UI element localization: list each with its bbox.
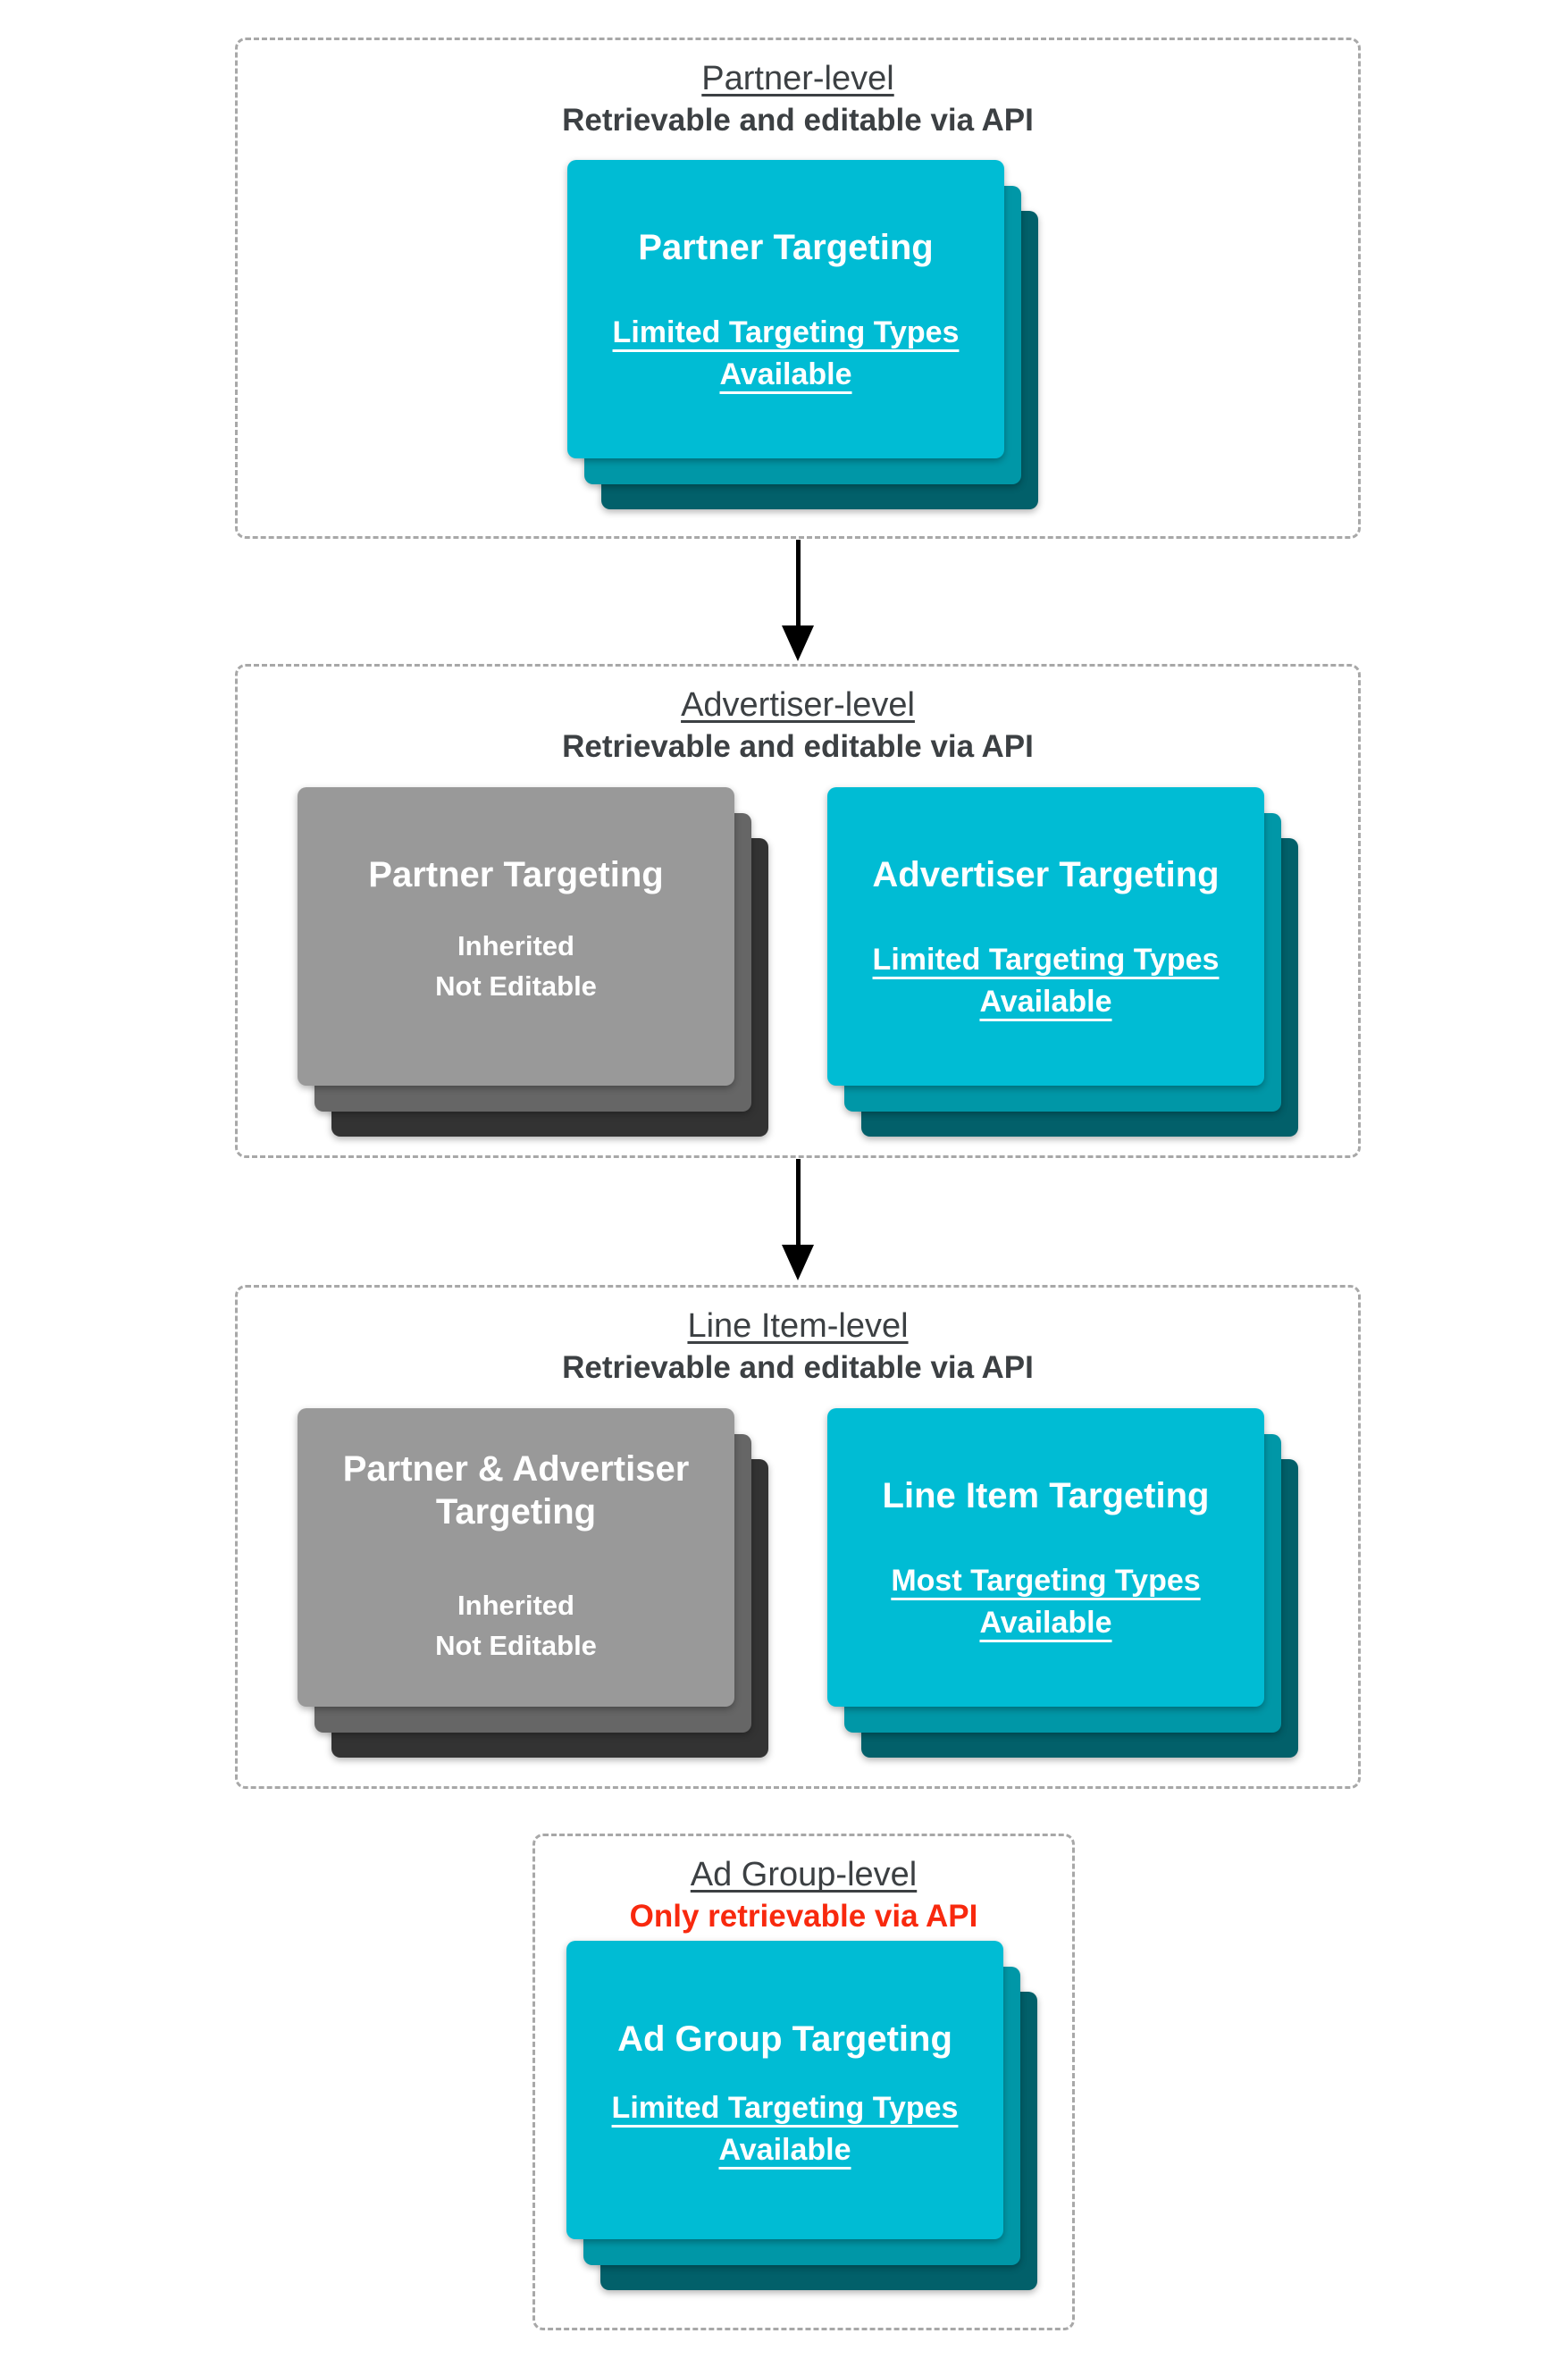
- section-partner-level: Partner-level Retrievable and editable v…: [235, 38, 1361, 539]
- card-title: Line Item Targeting: [882, 1476, 1210, 1515]
- section-title: Line Item-level: [238, 1305, 1358, 1347]
- card-subtitle: Inherited Not Editable: [435, 1590, 597, 1661]
- card-partner-targeting-inherited: Partner Targeting Inherited Not Editable: [298, 787, 734, 1086]
- card-title: Partner Targeting: [368, 855, 664, 894]
- section-title-text: Ad Group-level: [690, 1856, 918, 1893]
- card-title: Partner & Advertiser Targeting: [342, 1449, 690, 1532]
- card-title: Ad Group Targeting: [617, 2019, 952, 2059]
- card-stack-partner-targeting: Partner Targeting Limited Targeting Type…: [567, 160, 1038, 509]
- arrow-head: [782, 625, 814, 661]
- card-subtitle: Limited Targeting Types Available: [612, 315, 960, 391]
- card-subtitle: Inherited Not Editable: [435, 930, 597, 1002]
- section-subtitle: Retrievable and editable via API: [562, 1350, 1034, 1385]
- section-subtitle: Retrievable and editable via API: [562, 103, 1034, 138]
- section-title: Ad Group-level: [535, 1854, 1072, 1895]
- section-subtitle-alert: Only retrievable via API: [629, 1899, 978, 1934]
- card-stack-line-item-targeting: Line Item Targeting Most Targeting Types…: [827, 1408, 1298, 1758]
- arrow-head: [782, 1245, 814, 1280]
- arrow-shaft: [796, 540, 801, 627]
- card-stack-ad-group-targeting: Ad Group Targeting Limited Targeting Typ…: [566, 1941, 1037, 2290]
- card-stack-inherited-partner-targeting: Partner Targeting Inherited Not Editable: [298, 787, 768, 1137]
- section-title-text: Line Item-level: [687, 1307, 909, 1345]
- card-stack-inherited-partner-advertiser-targeting: Partner & Advertiser Targeting Inherited…: [298, 1408, 768, 1758]
- section-title-text: Advertiser-level: [681, 686, 915, 724]
- section-title: Advertiser-level: [238, 684, 1358, 726]
- section-advertiser-level: Advertiser-level Retrievable and editabl…: [235, 664, 1361, 1158]
- card-ad-group-targeting: Ad Group Targeting Limited Targeting Typ…: [566, 1941, 1003, 2239]
- arrow-shaft: [796, 1159, 801, 1246]
- down-arrow-icon: [782, 1159, 815, 1280]
- section-title: Partner-level: [238, 58, 1358, 99]
- section-subtitle: Retrievable and editable via API: [562, 729, 1034, 764]
- section-title-text: Partner-level: [701, 60, 894, 97]
- card-partner-advertiser-targeting-inherited: Partner & Advertiser Targeting Inherited…: [298, 1408, 734, 1707]
- section-line-item-level: Line Item-level Retrievable and editable…: [235, 1285, 1361, 1789]
- card-advertiser-targeting: Advertiser Targeting Limited Targeting T…: [827, 787, 1264, 1086]
- card-subtitle: Most Targeting Types Available: [891, 1564, 1201, 1640]
- section-ad-group-level: Ad Group-level Only retrievable via API …: [532, 1834, 1075, 2330]
- card-title: Advertiser Targeting: [872, 855, 1220, 894]
- card-title: Partner Targeting: [638, 228, 934, 267]
- card-subtitle: Limited Targeting Types Available: [611, 2091, 959, 2167]
- card-line-item-targeting: Line Item Targeting Most Targeting Types…: [827, 1408, 1264, 1707]
- down-arrow-icon: [782, 540, 815, 661]
- card-stack-advertiser-targeting: Advertiser Targeting Limited Targeting T…: [827, 787, 1298, 1137]
- card-partner-targeting: Partner Targeting Limited Targeting Type…: [567, 160, 1004, 458]
- card-subtitle: Limited Targeting Types Available: [872, 943, 1220, 1019]
